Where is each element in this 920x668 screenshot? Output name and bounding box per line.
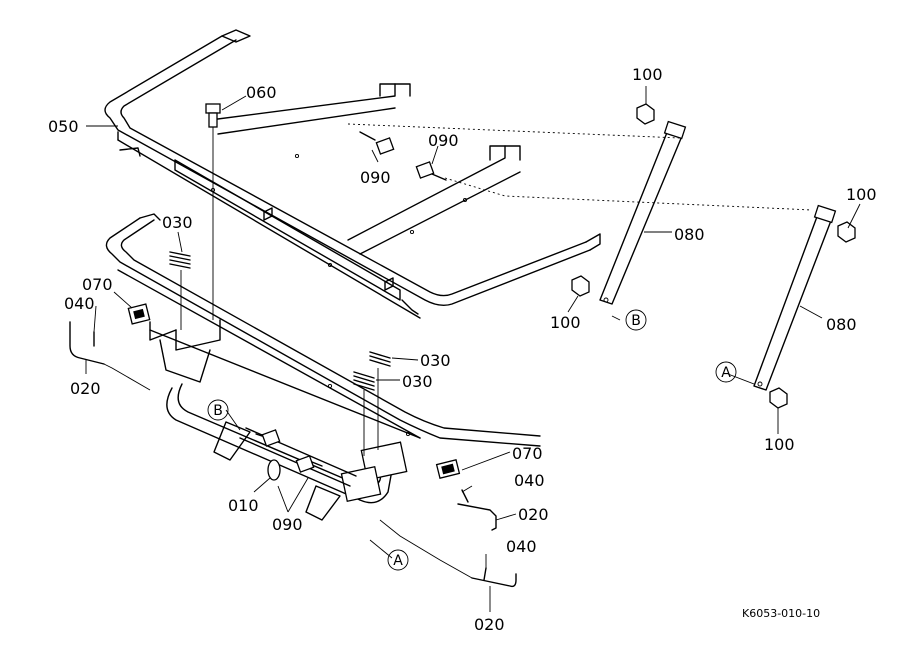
pin-040-2 — [461, 489, 469, 503]
cap-070-2 — [435, 459, 461, 479]
lpin-020-1 — [69, 321, 151, 391]
callout-040-a: 040 — [64, 294, 95, 313]
bolt-090-upper-2 — [415, 161, 447, 181]
nut-100-1 — [636, 103, 655, 125]
callout-020-b: 020 — [518, 505, 549, 524]
callout-100-b: 100 — [846, 185, 877, 204]
callout-100-d: 100 — [764, 435, 795, 454]
lpin-020-3 — [379, 519, 517, 588]
guide-line-1 — [347, 123, 681, 139]
marker-b-lower: B — [213, 403, 223, 419]
spring-030-2 — [369, 351, 391, 450]
callout-070-a: 070 — [82, 275, 113, 294]
callout-020-c: 020 — [474, 615, 505, 634]
callout-090-a: 090 — [360, 168, 391, 187]
strut-080-lower — [753, 204, 837, 391]
callout-060: 060 — [246, 83, 277, 102]
callout-080-b: 080 — [826, 315, 857, 334]
nut-100-2 — [837, 221, 856, 243]
lpin-020-2 — [457, 503, 497, 531]
reference-markers: B A B A — [207, 309, 737, 571]
nut-100-3 — [571, 275, 590, 297]
bolt-090-lower-2 — [295, 455, 323, 473]
marker-b-upper: B — [631, 313, 641, 329]
pipe-010 — [239, 427, 357, 487]
callout-030-c: 030 — [402, 372, 433, 391]
marker-a-right: A — [721, 365, 731, 381]
callout-020-a: 020 — [70, 379, 101, 398]
spring-030-3 — [353, 371, 375, 456]
leader-lines — [85, 86, 861, 612]
callout-090-c: 090 — [272, 515, 303, 534]
callout-100-c: 100 — [550, 313, 581, 332]
marker-a-lower: A — [393, 553, 403, 569]
callout-040-c: 040 — [506, 537, 537, 556]
callout-090-b: 090 — [428, 131, 459, 150]
callout-050: 050 — [48, 117, 79, 136]
callout-030-b: 030 — [420, 351, 451, 370]
strut-080-upper — [599, 120, 687, 305]
callout-030-a: 030 — [162, 213, 193, 232]
bolt-090-upper-1 — [359, 131, 395, 155]
callout-100-a: 100 — [632, 65, 663, 84]
figure-code: K6053-010-10 — [742, 607, 820, 620]
callout-labels: 050 060 090 090 100 100 080 080 100 100 … — [48, 65, 877, 634]
nut-100-4 — [769, 387, 788, 409]
callout-070-b: 070 — [512, 444, 543, 463]
cap-070-1 — [127, 303, 151, 325]
callout-080-a: 080 — [674, 225, 705, 244]
lower-frame — [105, 213, 541, 521]
callout-010: 010 — [228, 496, 259, 515]
bolt-060 — [205, 103, 221, 320]
bolt-090-lower-1 — [255, 429, 281, 447]
upper-frame-050 — [104, 29, 601, 319]
spring-030-1 — [169, 251, 191, 330]
callout-040-b: 040 — [514, 471, 545, 490]
guide-line-2 — [444, 177, 813, 211]
pin-040-3 — [483, 567, 487, 581]
